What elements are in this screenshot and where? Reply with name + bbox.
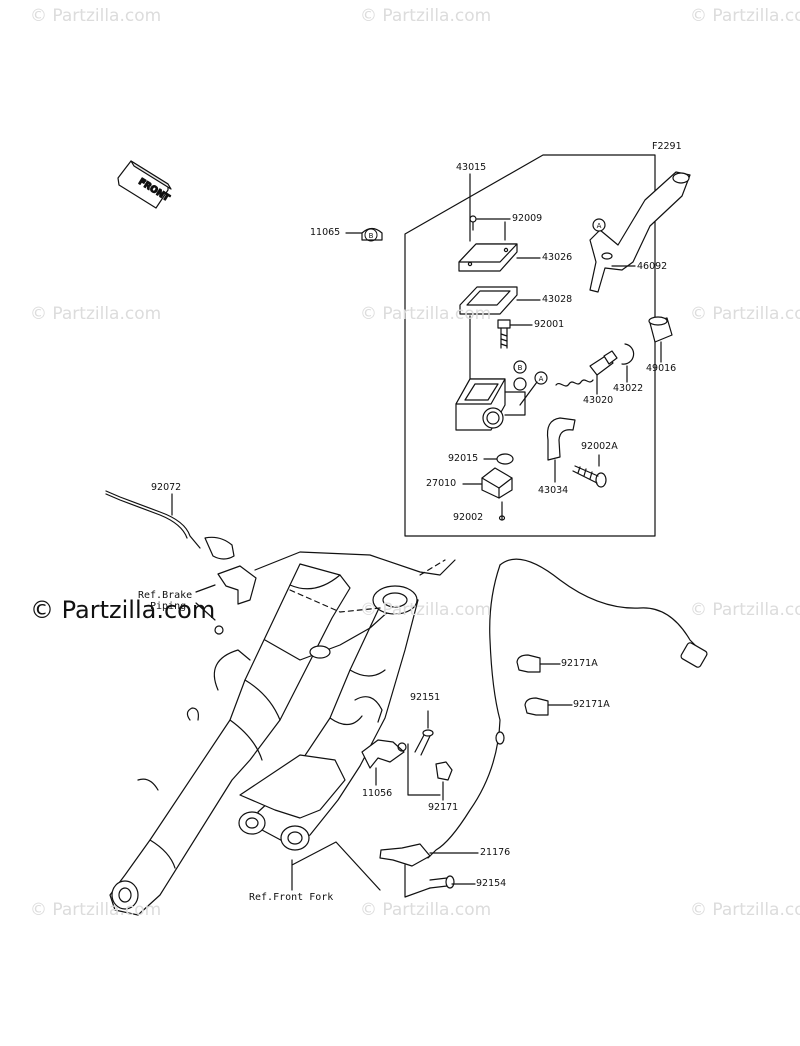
part-clamp-43034 [546,417,576,483]
ref-brake-piping-line1: Ref.Brake [138,590,193,601]
part-label-92002[interactable]: 92002 [453,512,484,523]
part-label-92015[interactable]: 92015 [448,453,479,464]
part-clip-92171A-lower [524,697,573,716]
part-screw-92002 [498,501,506,521]
part-clip-92171 [435,761,453,801]
part-label-11056[interactable]: 11056 [362,788,393,799]
part-label-43028[interactable]: 43028 [542,294,573,305]
watermark-primary: © Partzilla.com [30,596,216,624]
watermark-top-center: © Partzilla.com [360,6,492,26]
ref-front-fork: Ref.Front Fork [249,892,334,903]
part-label-46092[interactable]: 46092 [637,261,668,272]
part-clip-92171A-upper [516,654,561,673]
part-bolt-92151 [407,710,441,796]
part-piston-43020 [555,350,618,395]
callout-b-cap: B [369,232,374,240]
front-fork-drawing [109,551,456,916]
callout-b-cap-circle [364,228,378,242]
part-label-92151[interactable]: 92151 [410,692,441,703]
watermark-center: © Partzilla.com [360,600,492,620]
part-circlip-43022 [621,343,635,383]
part-label-43026[interactable]: 43026 [542,252,573,263]
part-label-11065[interactable]: 11065 [310,227,341,238]
part-label-27010[interactable]: 27010 [426,478,457,489]
part-hose-bracket [195,536,257,635]
callout-a-piston [519,371,548,406]
callout-b-body [513,360,527,374]
diagram-code: F2291 [652,141,682,152]
part-label-43015[interactable]: 43015 [456,162,487,173]
part-label-92171[interactable]: 92171 [428,802,459,813]
part-label-92154[interactable]: 92154 [476,878,507,889]
part-label-92009[interactable]: 92009 [512,213,543,224]
callout-b-body-letter: B [518,364,523,372]
watermark-top-right: © Partzilla.com [690,6,800,26]
part-screw-92009 [469,215,511,231]
part-nut-92015 [483,453,514,465]
part-label-43022[interactable]: 43022 [613,383,644,394]
front-arrow-icon: FRONT [117,160,172,209]
part-bolt-92001 [497,319,533,349]
part-cap-43026 [458,221,541,272]
watermark-mid-right: © Partzilla.com [690,304,800,324]
part-sensor-21176 [379,558,708,867]
watermark-center-right: © Partzilla.com [690,600,800,620]
part-label-49016[interactable]: 49016 [646,363,677,374]
watermark-mid-left: © Partzilla.com [30,304,162,324]
part-lever-46092 [589,171,691,293]
callout-a-piston-letter: A [539,375,544,383]
watermark-top-left: © Partzilla.com [30,6,162,26]
part-label-21176[interactable]: 21176 [480,847,511,858]
part-label-43020[interactable]: 43020 [583,395,614,406]
part-label-92171A-upper[interactable]: 92171A [561,658,598,669]
part-label-92072[interactable]: 92072 [151,482,182,493]
part-bolt-92154 [404,864,476,898]
assembly-outline [404,154,656,537]
ref-brake-piping-line2: Piping [150,601,187,612]
part-label-92002A[interactable]: 92002A [581,441,618,452]
part-bolt-92002A [572,454,607,488]
part-tube-92072 [105,490,201,549]
part-label-92171A-lower[interactable]: 92171A [573,699,610,710]
part-switch-27010 [462,467,513,499]
part-label-92001[interactable]: 92001 [534,319,565,330]
part-bracket-11056 [361,739,407,786]
watermark-mid-center: © Partzilla.com [360,304,492,324]
part-label-43034[interactable]: 43034 [538,485,569,496]
part-master-cylinder-body [455,315,527,431]
callout-a-lever-letter: A [597,222,602,230]
ref-front-fork-leader [291,841,381,891]
part-boot-49016 [648,316,673,363]
part-diaphragm-43028 [459,286,541,315]
watermark-bottom-right: © Partzilla.com [690,900,800,920]
watermark-bottom-left: © Partzilla.com [30,900,162,920]
watermark-bottom-center: © Partzilla.com [360,900,492,920]
